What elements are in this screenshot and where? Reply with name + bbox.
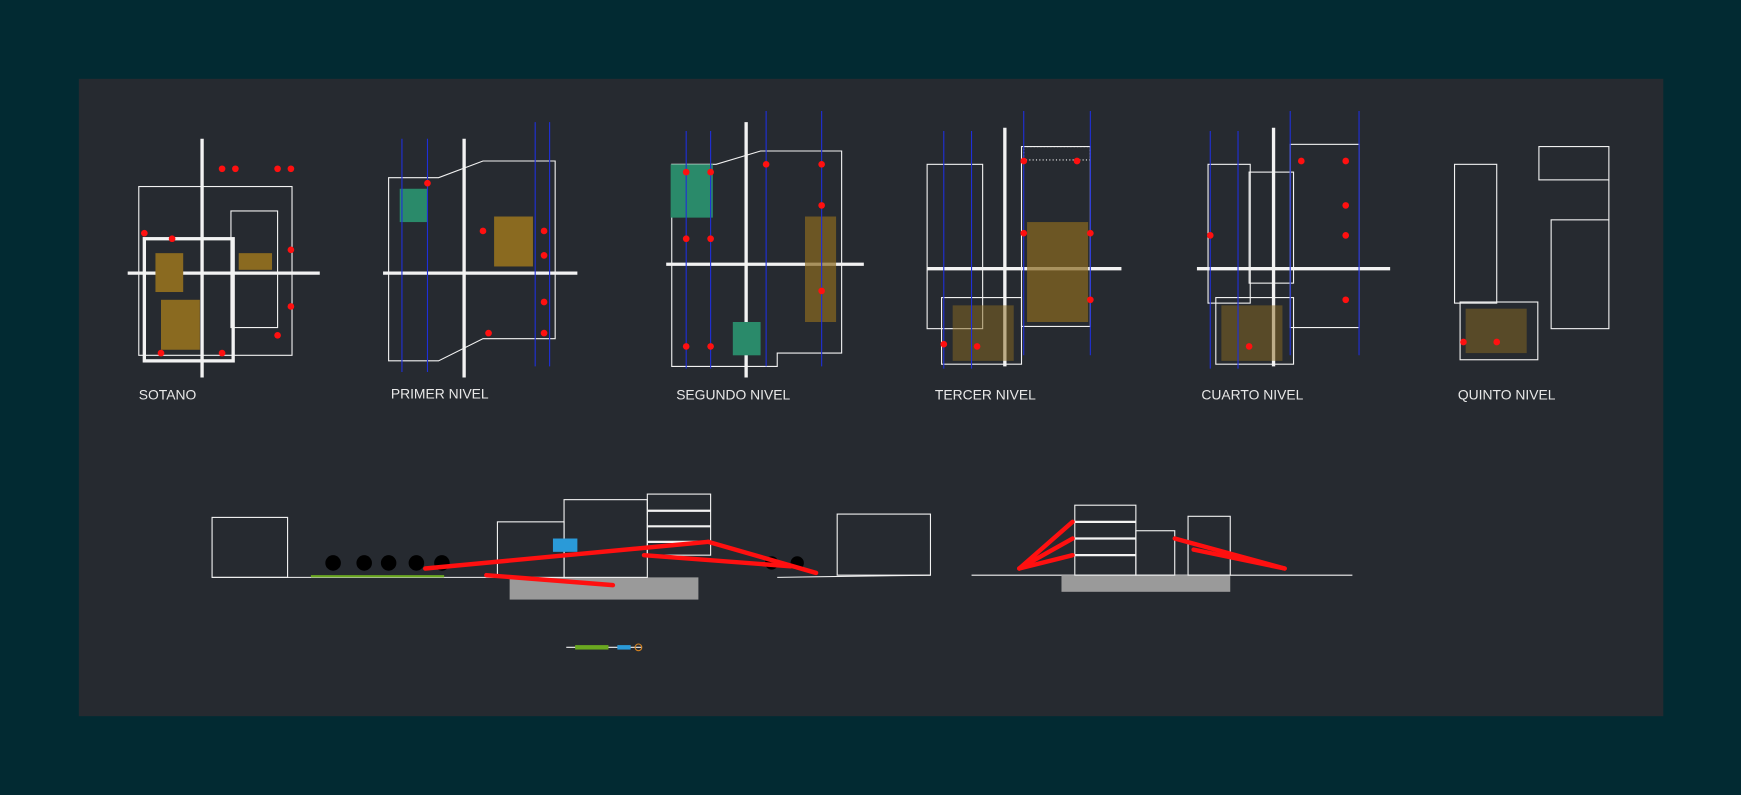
plan-label-sotano: SOTANO xyxy=(139,387,197,403)
plan-label-tercer-nivel: TERCER NIVEL xyxy=(935,387,1036,403)
model-space xyxy=(78,78,1664,717)
plan-label-cuarto-nivel: CUARTO NIVEL xyxy=(1201,387,1303,403)
plan-label-quinto-nivel: QUINTO NIVEL xyxy=(1458,387,1556,403)
plan-label-primer-nivel: PRIMER NIVEL xyxy=(391,386,489,402)
plan-quinto-nivel xyxy=(1453,146,1610,361)
scale-bar xyxy=(566,643,643,652)
plan-primer-nivel xyxy=(383,122,578,378)
cross-section xyxy=(971,504,1353,592)
plan-tercer-nivel xyxy=(926,111,1122,369)
longitudinal-section xyxy=(211,493,932,600)
plan-segundo-nivel xyxy=(666,111,864,378)
plan-sotano xyxy=(127,138,320,378)
plan-label-segundo-nivel: SEGUNDO NIVEL xyxy=(676,387,790,403)
plan-cuarto-nivel xyxy=(1196,111,1391,369)
